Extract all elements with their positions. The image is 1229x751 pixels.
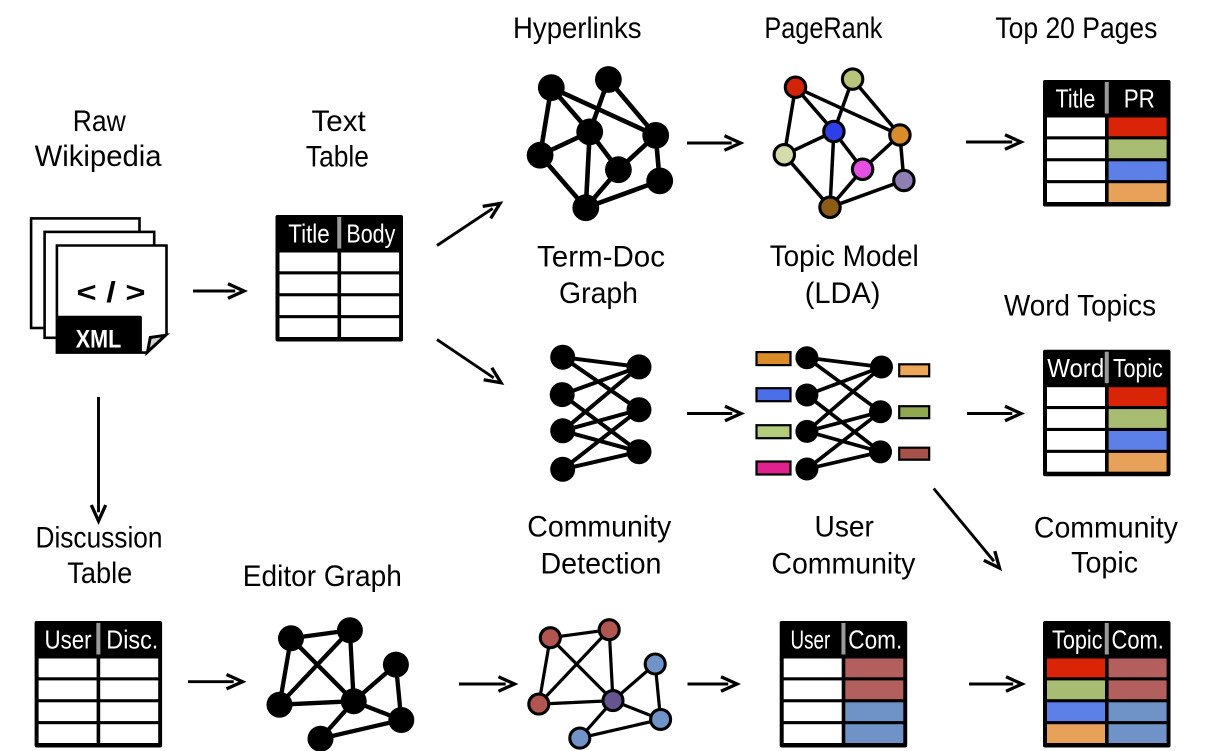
- svg-text:Com.: Com.: [848, 625, 902, 655]
- svg-text:Topic: Topic: [1113, 353, 1163, 383]
- svg-text:Topic: Topic: [1071, 547, 1138, 580]
- svg-text:Discussion: Discussion: [36, 522, 163, 555]
- svg-text:Wikipedia: Wikipedia: [35, 140, 162, 173]
- svg-text:Top 20 Pages: Top 20 Pages: [995, 12, 1157, 45]
- svg-text:Word Topics: Word Topics: [1004, 290, 1156, 323]
- svg-text:Raw: Raw: [73, 105, 126, 138]
- svg-text:Editor Graph: Editor Graph: [243, 560, 402, 593]
- svg-text:PR: PR: [1124, 84, 1155, 114]
- svg-text:User: User: [45, 625, 92, 655]
- svg-text:Term-Doc: Term-Doc: [537, 241, 665, 274]
- svg-text:Hyperlinks: Hyperlinks: [513, 12, 642, 45]
- svg-text:Com.: Com.: [1112, 625, 1164, 655]
- svg-text:Graph: Graph: [559, 277, 638, 310]
- svg-text:Detection: Detection: [541, 548, 662, 581]
- svg-text:Table: Table: [67, 557, 132, 590]
- svg-text:Table: Table: [306, 141, 369, 174]
- svg-text:User: User: [791, 625, 831, 655]
- svg-text:Community: Community: [1034, 512, 1178, 545]
- svg-text:User: User: [815, 511, 874, 544]
- svg-text:Topic Model: Topic Model: [770, 240, 919, 273]
- svg-text:Body: Body: [346, 219, 395, 249]
- svg-text:Text: Text: [311, 105, 366, 138]
- svg-text:Community: Community: [771, 547, 915, 580]
- svg-text:Title: Title: [1056, 84, 1096, 114]
- svg-text:< / >: < / >: [77, 277, 146, 309]
- svg-text:Disc.: Disc.: [106, 625, 158, 655]
- svg-text:Community: Community: [527, 511, 671, 544]
- svg-text:PageRank: PageRank: [764, 12, 883, 45]
- svg-text:XML: XML: [76, 326, 122, 354]
- svg-text:Title: Title: [288, 219, 330, 249]
- svg-text:Word: Word: [1047, 353, 1104, 383]
- svg-text:Topic: Topic: [1052, 625, 1103, 655]
- svg-text:(LDA): (LDA): [805, 277, 881, 310]
